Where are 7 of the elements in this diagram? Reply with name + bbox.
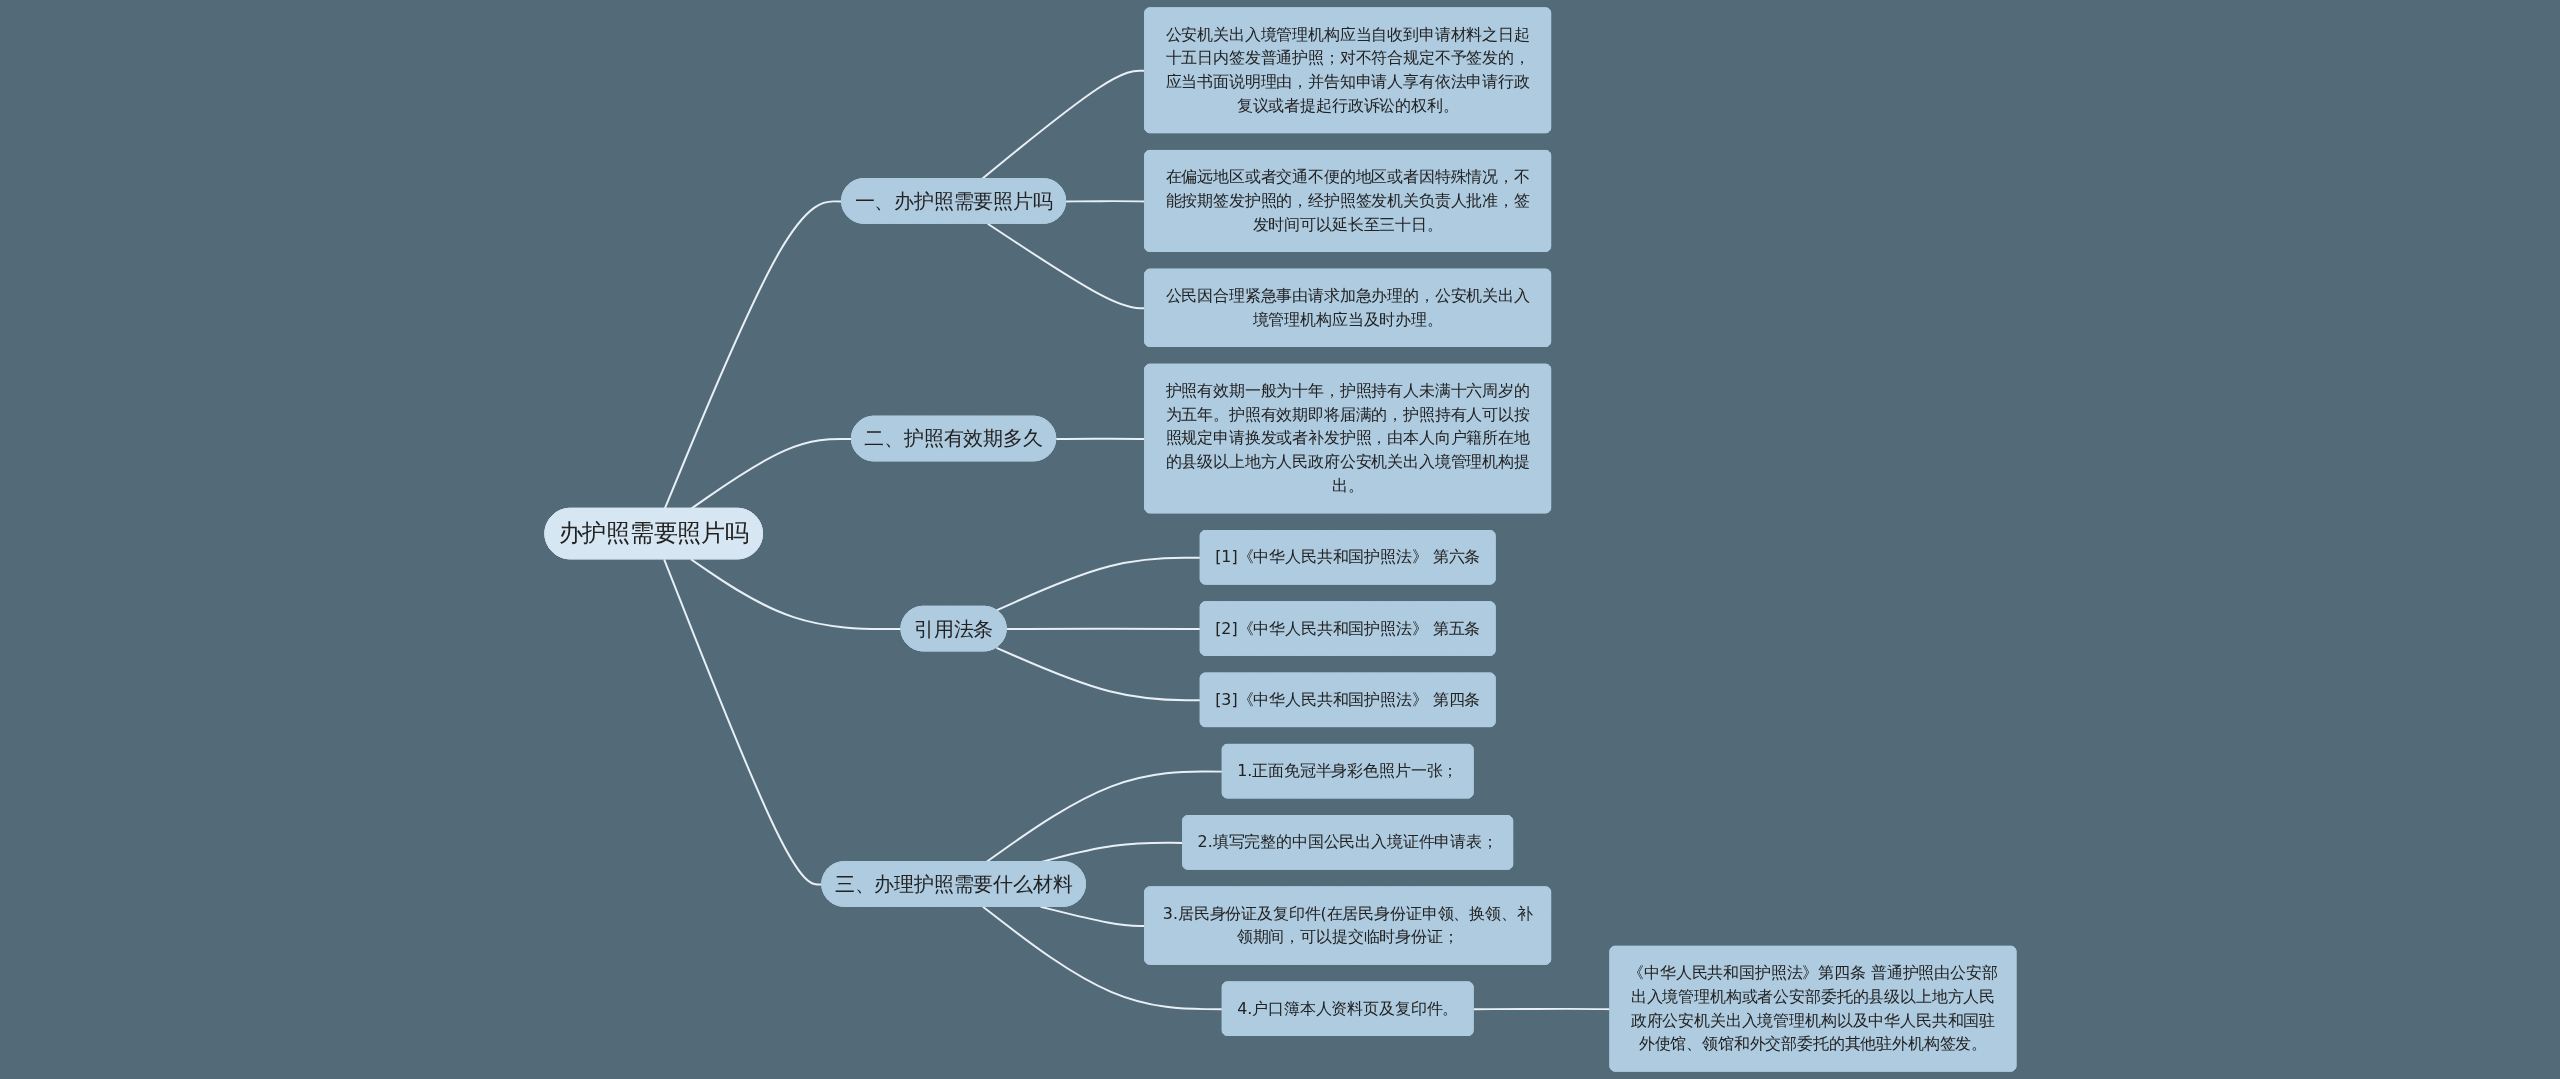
connector (663, 200, 843, 510)
connector (1039, 905, 1146, 928)
connector (1064, 200, 1146, 203)
connector (1054, 437, 1146, 440)
connector (662, 558, 823, 886)
connector (986, 222, 1146, 310)
connector (689, 437, 853, 510)
